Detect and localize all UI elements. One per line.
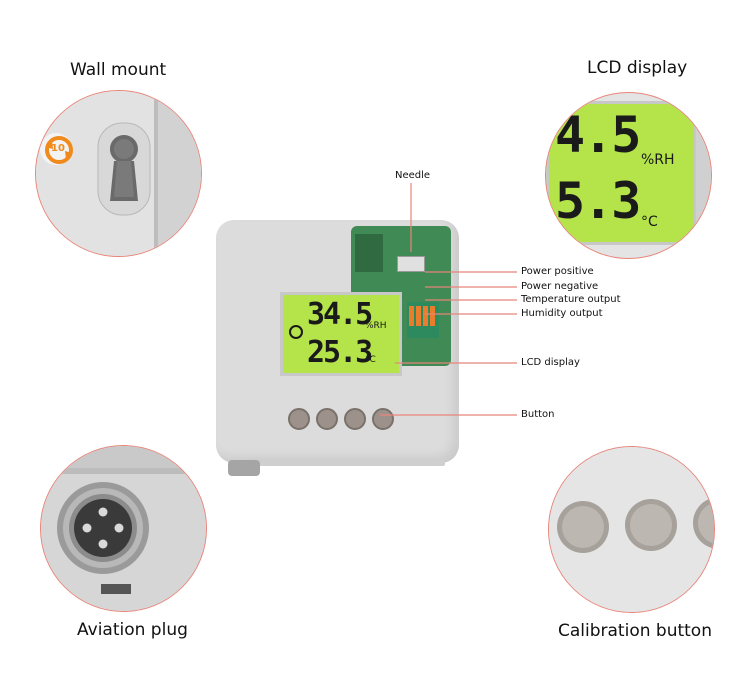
lcd-zoom-humidity-unit: %RH xyxy=(641,152,675,168)
wall-mount-title: Wall mount xyxy=(70,60,167,80)
lcd-screen: 34.5 %RH 25.3 °C xyxy=(280,292,402,376)
lcd-temperature-unit: °C xyxy=(365,355,376,365)
rotate-badge-label: 10 xyxy=(51,143,65,154)
keyhole-icon xyxy=(96,121,152,222)
connector-3 xyxy=(423,306,428,326)
calibration-button-zoom xyxy=(548,446,715,613)
aviation-plug-zoom xyxy=(40,445,207,612)
power-positive-label: Power positive xyxy=(521,266,594,277)
calibration-buttons-illustration xyxy=(549,447,714,612)
lcd-display-zoom: 4.5 %RH 5.3 °C xyxy=(545,92,712,259)
rotate-badge-icon: 10 xyxy=(44,135,74,165)
lcd-zoom-temperature-value: 5.3 xyxy=(555,172,641,230)
aviation-plug-illustration xyxy=(41,446,206,611)
connector-2 xyxy=(416,306,421,326)
lcd-humidity-value: 34.5 xyxy=(307,297,373,332)
device-body: 34.5 %RH 25.3 °C xyxy=(216,220,459,463)
button-label: Button xyxy=(521,409,555,420)
humidity-output-label: Humidity output xyxy=(521,308,603,319)
needle-sensor xyxy=(397,256,425,272)
calibration-button-title: Calibration button xyxy=(558,621,712,641)
lcd-temperature-value: 25.3 xyxy=(307,335,373,370)
search-icon xyxy=(289,325,303,339)
lcd-zoom-temperature-unit: °C xyxy=(641,214,658,230)
device-base xyxy=(245,458,445,466)
power-negative-label: Power negative xyxy=(521,281,599,292)
lcd-zoom-humidity-value: 4.5 xyxy=(555,106,641,164)
lcd-display-label: LCD display xyxy=(521,357,580,368)
device-plug xyxy=(228,460,260,476)
lcd-display-title: LCD display xyxy=(587,58,688,78)
device-button-4[interactable] xyxy=(372,408,394,430)
device-button-2[interactable] xyxy=(316,408,338,430)
lcd-zoom-screen: 4.5 %RH 5.3 °C xyxy=(546,101,697,245)
device-button-1[interactable] xyxy=(288,408,310,430)
temperature-output-label: Temperature output xyxy=(521,294,621,305)
needle-label: Needle xyxy=(395,170,431,181)
connector-4 xyxy=(430,306,435,326)
lcd-zoom-frame xyxy=(696,93,711,258)
sensor-chip xyxy=(355,234,383,272)
wall-mount-zoom: 10 xyxy=(35,90,202,257)
aviation-plug-title: Aviation plug xyxy=(77,620,188,640)
lcd-humidity-unit: %RH xyxy=(365,321,387,331)
terminal-block xyxy=(407,302,439,338)
device-button-3[interactable] xyxy=(344,408,366,430)
connector-1 xyxy=(409,306,414,326)
